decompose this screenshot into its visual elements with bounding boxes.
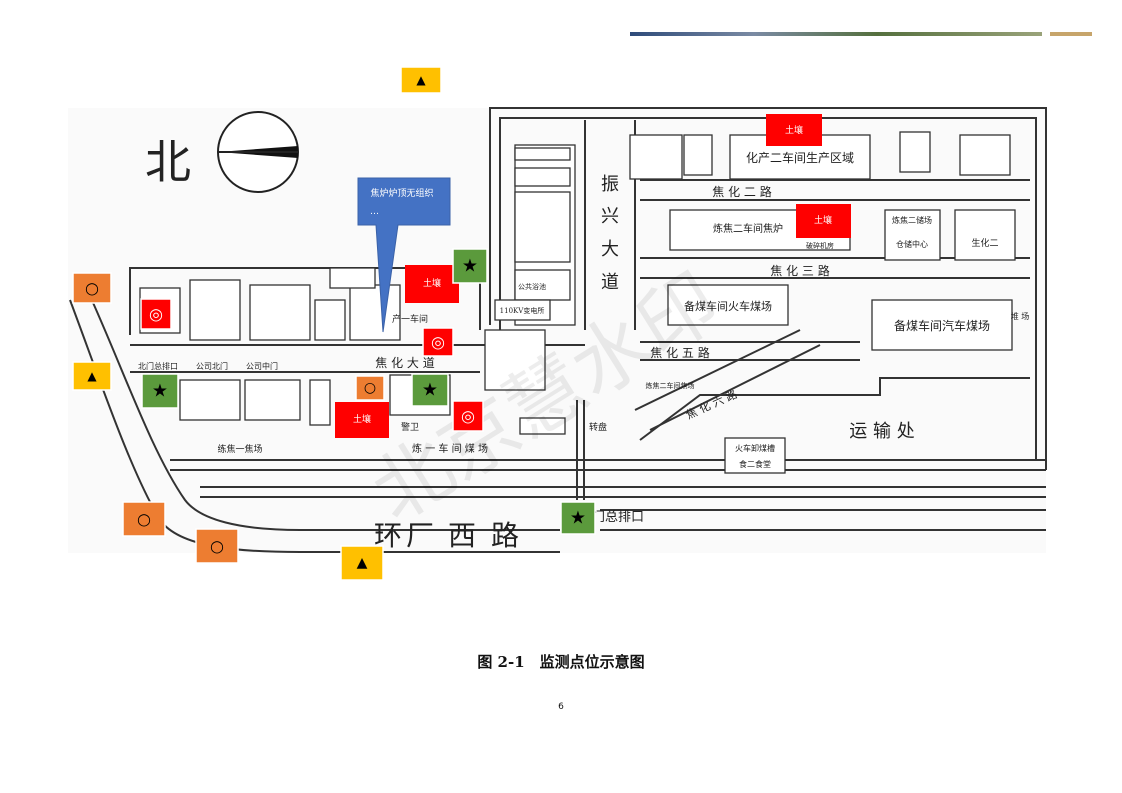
label-south-outlet: 门总排口 [592, 510, 644, 525]
water-marker: ◎ [422, 327, 454, 357]
label-company-middle-gate: 公司中门 [246, 361, 278, 371]
road-char: 厂 [406, 519, 434, 552]
soil-marker-label: 土壤 [423, 277, 441, 289]
map-buildings [139, 131, 1016, 474]
label-coke1-yard: 练焦一焦场 [217, 443, 262, 455]
triangle-icon: ▲ [357, 555, 368, 571]
soil-marker-label: 土壤 [353, 413, 371, 425]
water-marker: ◎ [140, 298, 172, 330]
circle-marker: ○ [355, 375, 385, 401]
figure-caption: 图 2-1 监测点位示意图 [477, 653, 645, 671]
header-rule [630, 32, 1042, 36]
star-marker: ★ [141, 373, 179, 409]
star-icon: ★ [570, 508, 586, 529]
triangle-icon: ▲ [87, 369, 97, 383]
road-char: 大 [601, 239, 619, 260]
callout-ellipsis: … [370, 207, 379, 217]
soil-marker: 土壤 [796, 204, 851, 238]
double-circle-icon: ◎ [461, 407, 475, 426]
circle-marker: ○ [195, 528, 239, 564]
road-label-jiaohua-3: 焦 化 三 路 [770, 263, 829, 278]
label-yard-mark: 堆 场 [1011, 311, 1030, 321]
soil-markers: 土壤 土壤 土壤 土壤 [335, 114, 851, 438]
water-marker: ◎ [452, 400, 484, 432]
label-train-unload: 火车卸煤槽 [735, 443, 775, 453]
label-crush: 破碎机房 [806, 241, 834, 250]
header-rule-accent [1050, 32, 1092, 36]
label-coke1-coal-yard: 炼 一 车 间 煤 场 [412, 442, 488, 455]
triangle-icon: ▲ [416, 73, 426, 87]
road-char: 兴 [601, 206, 619, 227]
label-company-north-gate: 公司北门 [196, 361, 228, 371]
soil-marker-label: 土壤 [814, 214, 832, 226]
triangle-marker: ▲ [400, 66, 442, 94]
label-coke2-oven: 炼焦二车间焦炉 [713, 222, 783, 235]
label-warehouse-center: 仓储中心 [896, 239, 928, 249]
star-icon: ★ [422, 380, 438, 401]
facility-labels: 化产二车间生产区域 炼焦二车间焦炉 炼焦二储场 仓储中心 生化二 备煤车间火车煤… [138, 150, 1029, 525]
circle-icon: ○ [137, 510, 151, 529]
circle-marker: ○ [122, 501, 166, 537]
star-marker: ★ [560, 501, 596, 535]
triangle-marker: ▲ [340, 545, 384, 581]
label-biochem2: 生化二 [971, 237, 998, 249]
label-coal-truck-yard: 备煤车间汽车煤场 [894, 318, 990, 333]
label-coke2-coal-yard: 炼焦二车间焦场 [646, 381, 695, 390]
soil-marker: 土壤 [405, 265, 459, 303]
road-label-zhenxing: 振 兴 大 道 [601, 174, 619, 293]
label-chem2-area: 化产二车间生产区域 [746, 150, 854, 165]
callout-coke-oven-top: 焦炉炉顶无组织 … [357, 177, 451, 333]
label-canteen: 食二食堂 [739, 459, 771, 469]
north-arrow [217, 111, 299, 193]
road-char: 道 [601, 272, 619, 293]
road-label-jiaohua-avenue: 焦 化 大 道 [375, 356, 434, 370]
water-markers: ◎ ◎ ◎ [140, 298, 484, 432]
road-char: 振 [601, 174, 619, 195]
label-turntable: 转盘 [589, 421, 607, 433]
star-icon: ★ [152, 381, 168, 402]
page-number: 6 [558, 702, 564, 712]
double-circle-icon: ◎ [149, 305, 163, 324]
label-coal-train-yard: 备煤车间火车煤场 [684, 299, 772, 313]
triangle-markers: ▲ ▲ ▲ [72, 66, 442, 581]
label-coke2-storage: 炼焦二储场 [892, 215, 932, 225]
star-icon: ★ [462, 256, 478, 277]
road-label-jiaohua-2: 焦 化 二 路 [712, 184, 771, 199]
circle-markers: ○ ○ ○ ○ [72, 272, 385, 564]
soil-marker: 土壤 [335, 402, 389, 438]
star-marker: ★ [452, 248, 488, 284]
label-north-outlet: 北门总排口 [138, 361, 178, 371]
road-label-jiaohua-5: 焦 化 五 路 [650, 345, 709, 360]
soil-marker-label: 土壤 [785, 124, 803, 136]
label-public-bath: 公共浴池 [518, 282, 546, 291]
circle-marker: ○ [72, 272, 112, 304]
road-char: 路 [491, 519, 519, 552]
star-marker: ★ [411, 373, 449, 407]
label-substation: 110KV变电所 [500, 306, 545, 315]
callout-text: 焦炉炉顶无组织 [370, 187, 433, 199]
label-guard: 警卫 [401, 421, 419, 433]
circle-icon: ○ [85, 279, 99, 298]
double-circle-icon: ◎ [431, 333, 445, 352]
label-chem1: 产一车间 [392, 313, 428, 325]
triangle-marker: ▲ [72, 361, 112, 391]
star-markers: ★ ★ ★ ★ [141, 248, 596, 535]
soil-marker: 土壤 [766, 114, 822, 146]
road-char: 西 [448, 519, 476, 552]
north-label: 北 [145, 135, 191, 189]
label-transport-dept: 运 输 处 [849, 421, 914, 442]
circle-icon: ○ [210, 537, 224, 556]
circle-icon: ○ [364, 380, 376, 396]
